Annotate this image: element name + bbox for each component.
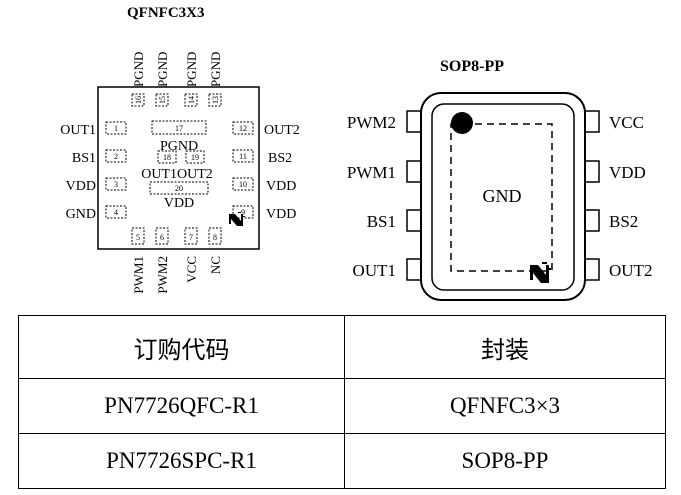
cell-package: QFNFC3×3	[344, 378, 666, 434]
sop-package-title: SOP8-PP	[440, 58, 504, 75]
sop-pin-label: OUT1	[353, 261, 396, 280]
qfn-pad-number: 17	[175, 124, 183, 133]
qfn-pad-label: OUT2	[177, 167, 213, 182]
qfn-pin-label: BS1	[72, 151, 96, 166]
qfn-right-pins: 12 OUT2 11 BS2 10 VDD 9 VDD	[232, 121, 300, 222]
qfn-pin-label: BS2	[268, 151, 292, 166]
qfn-pin-label: VDD	[66, 179, 96, 194]
qfn-pin-number: 8	[213, 233, 217, 242]
qfn-pin-label: PGND	[184, 52, 199, 87]
qfn-pad-number: 19	[191, 153, 199, 162]
qfn-pin-label: PGND	[208, 52, 223, 87]
qfn-pin-pad	[105, 149, 127, 163]
sop-exposed-pad	[450, 123, 553, 272]
sop-left-labels: PWM2 PWM1 BS1 OUT1	[347, 113, 396, 280]
sop-right-labels: VCC VDD BS2 OUT2	[609, 113, 652, 280]
sop-body-inner	[431, 103, 575, 291]
qfn-pin-label: PWM2	[155, 256, 170, 294]
qfn-pin-pad	[232, 177, 254, 191]
cell-package: SOP8-PP	[344, 433, 666, 489]
qfn-pin-pad	[208, 93, 222, 107]
qfn-pin-label: OUT1	[60, 123, 96, 138]
qfn-pin-number: 10	[239, 180, 247, 189]
qfn-pin-label: NC	[208, 256, 223, 274]
table-row: PN7726SPC-R1 SOP8-PP	[18, 433, 666, 489]
pad-18-outline	[157, 150, 177, 164]
qfn-pin-label: PGND	[155, 52, 170, 87]
sop-pin-label: PWM1	[347, 163, 396, 182]
qfn-pin-pad	[155, 93, 169, 107]
sop-pin-label: PWM2	[347, 113, 396, 132]
qfn-pin-pad	[131, 93, 145, 107]
qfn-body	[97, 86, 260, 250]
qfn-pad-label: VDD	[164, 196, 194, 211]
sop-center-label: GND	[483, 186, 522, 206]
header-order-code: 订购代码	[18, 315, 345, 379]
qfn-pin-label: VDD	[266, 179, 296, 194]
ordering-info-table: 订购代码 封装 PN7726QFC-R1 QFNFC3×3 PN7726SPC-…	[18, 315, 666, 489]
pad-17-outline	[151, 120, 207, 135]
qfn-center-pads: 17 PGND 18 OUT1 19 OUT2 20 VDD	[141, 120, 213, 211]
qfn-pin-number: 11	[239, 152, 247, 161]
sop-pin-label: BS2	[609, 212, 638, 231]
qfn-pin-number: 13	[211, 96, 220, 104]
qfn-pin-pad	[232, 121, 254, 135]
qfn-logo-mark	[229, 212, 245, 226]
sop-logo-mark	[530, 262, 551, 283]
qfn-pin-label: OUT2	[264, 123, 300, 138]
qfn-pin-number: 5	[136, 233, 140, 242]
sop-pin-label: BS1	[367, 212, 396, 231]
cell-order-code: PN7726QFC-R1	[18, 378, 345, 434]
qfn-pin-label: VDD	[266, 207, 296, 222]
qfn-pin-label: VCC	[184, 256, 199, 283]
qfn-pin-pad	[105, 121, 127, 135]
pad-19-outline	[185, 150, 205, 164]
qfn-pin-pad	[105, 177, 127, 191]
table-header-row: 订购代码 封装	[18, 315, 666, 379]
qfn-pin-label: GND	[66, 207, 96, 222]
qfn-pin-pad	[105, 205, 127, 219]
table-row: PN7726QFC-R1 QFNFC3×3	[18, 378, 666, 434]
qfn-pad-label: OUT1	[141, 167, 177, 182]
qfn-pin-number: 14	[187, 96, 196, 104]
qfn-left-pins: 1 OUT1 2 BS1 3 VDD 4 GND	[60, 121, 127, 222]
qfn-pin-label: PGND	[131, 52, 146, 87]
qfn-package-title: QFNFC3X3	[127, 5, 205, 21]
qfn-pin-number: 7	[189, 233, 193, 242]
qfn-pad-number: 18	[163, 153, 171, 162]
qfn-top-pins: 16 PGND 15 PGND 14 PGND 13 PGND	[131, 52, 223, 107]
sop-body-outer	[420, 92, 586, 301]
pinout-diagram: 16 PGND 15 PGND 14 PGND 13 PGND 1 OUT1 2…	[60, 52, 652, 301]
qfn-package: 16 PGND 15 PGND 14 PGND 13 PGND 1 OUT1 2…	[60, 52, 300, 294]
sop-pin-label: VDD	[609, 163, 646, 182]
qfn-pin-number: 4	[114, 208, 118, 217]
qfn-pad-label: PGND	[160, 139, 198, 154]
qfn-pin-number: 6	[160, 233, 164, 242]
pad-20-outline	[149, 181, 209, 195]
qfn-pin-pad	[232, 149, 254, 163]
qfn-pin-number: 16	[134, 96, 143, 104]
cell-order-code: PN7726SPC-R1	[18, 433, 345, 489]
sop-pin-label: VCC	[609, 113, 644, 132]
qfn-pin-number: 1	[114, 124, 118, 133]
pin1-marker-dot	[451, 112, 473, 134]
sop-package: GND PWM2 PWM1 BS1 OUT1 VCC VDD BS2 OUT2	[347, 92, 652, 301]
qfn-pin-number: 9	[241, 208, 245, 217]
qfn-pin-pad	[184, 93, 198, 107]
qfn-pin-label: PWM1	[131, 256, 146, 294]
qfn-pad-number: 20	[175, 184, 183, 193]
sop-pin-label: OUT2	[609, 261, 652, 280]
qfn-pin-number: 15	[158, 96, 167, 104]
header-package: 封装	[344, 315, 666, 379]
qfn-pin-number: 12	[239, 124, 247, 133]
qfn-bottom-pins: 5 PWM1 6 PWM2 7 VCC 8 NC	[131, 227, 223, 294]
qfn-pin-number: 2	[114, 152, 118, 161]
qfn-pin-number: 3	[114, 180, 118, 189]
